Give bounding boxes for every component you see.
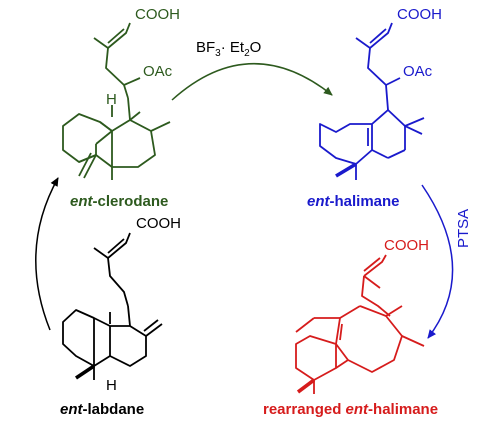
clerodane-h-label: H — [106, 91, 117, 108]
arrow-clerodane-to-halimane — [171, 63, 333, 101]
ptsa-reagent: PTSA — [455, 208, 472, 248]
labdane-h-label: H — [106, 377, 117, 394]
labdane-cooh-label: COOH — [136, 215, 181, 232]
arrow-halimane-to-rearranged — [421, 184, 454, 339]
clerodane-structure — [62, 22, 171, 180]
clerodane-oac-label: OAc — [143, 63, 173, 80]
clerodane-cooh-label: COOH — [135, 6, 180, 23]
halimane-oac-label: OAc — [403, 63, 433, 80]
clerodane-name: ent-clerodane — [70, 193, 169, 210]
halimane-structure — [319, 22, 425, 180]
bf3-etherate-reagent: BF3· Et2O — [196, 39, 262, 59]
arrow-labdane-to-clerodane — [35, 177, 59, 331]
rearranged-halimane-name: rearranged ent-halimane — [263, 401, 439, 418]
labdane-structure — [62, 232, 163, 380]
halimane-cooh-label: COOH — [397, 6, 442, 23]
halimane-name: ent-halimane — [307, 193, 400, 210]
rearranged-halimane-structure — [295, 254, 425, 394]
rearranged-cooh-label: COOH — [384, 237, 429, 254]
labdane-name: ent-labdane — [60, 401, 145, 418]
